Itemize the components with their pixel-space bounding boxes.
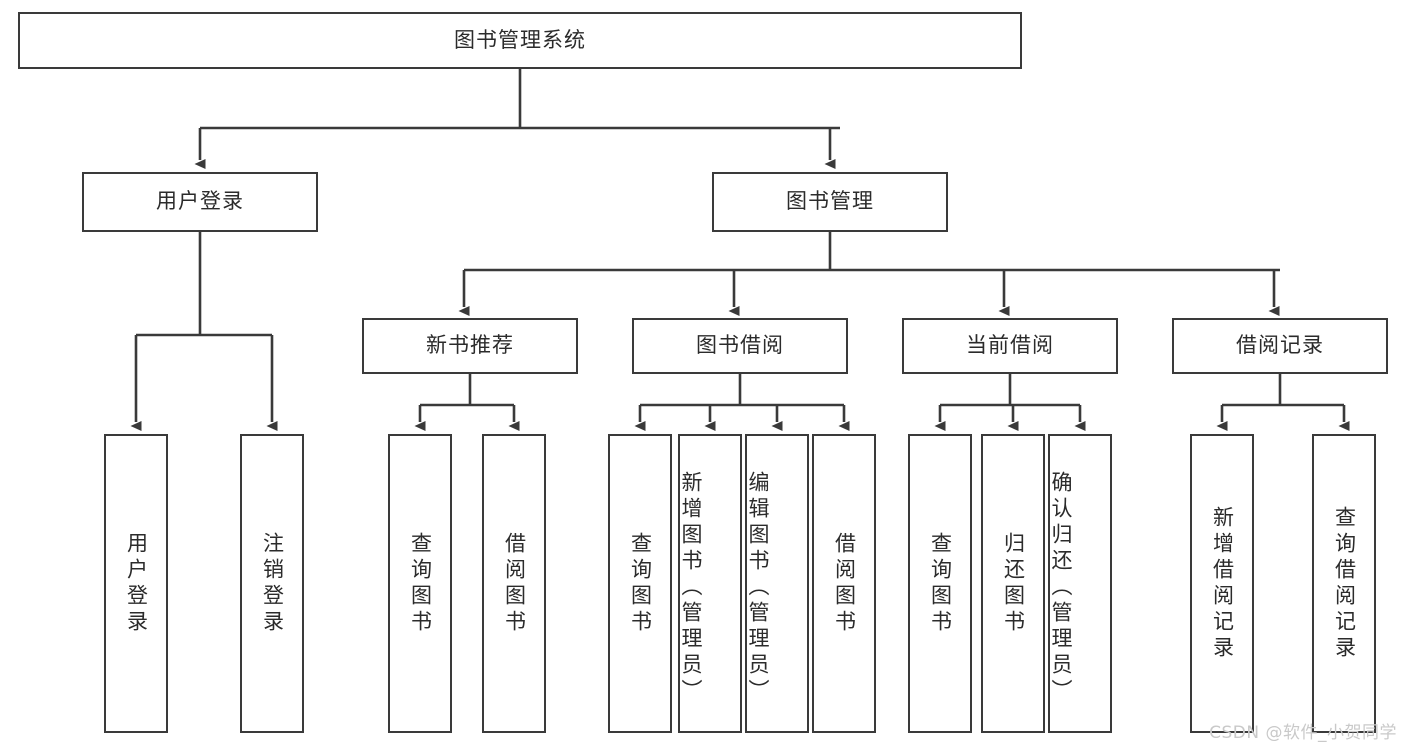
node-user-login[interactable]: 用户登录	[82, 172, 318, 232]
watermark: CSDN @软件_小贺同学	[1209, 723, 1397, 743]
node-leaf-logout-label: 注销登录	[260, 531, 285, 636]
node-leaf-user-login-label: 用户登录	[124, 531, 149, 636]
node-leaf-edit-book-admin-label: 编辑图书（管理员）	[746, 470, 770, 705]
node-leaf-query-book-3[interactable]: 查询图书	[908, 434, 972, 733]
node-leaf-query-book-1[interactable]: 查询图书	[388, 434, 452, 733]
node-leaf-logout[interactable]: 注销登录	[240, 434, 304, 733]
node-leaf-return-book-label: 归还图书	[1001, 531, 1026, 636]
node-leaf-borrow-book-2[interactable]: 借阅图书	[812, 434, 876, 733]
node-leaf-borrow-book-2-label: 借阅图书	[832, 531, 857, 636]
node-leaf-user-login[interactable]: 用户登录	[104, 434, 168, 733]
node-book-borrow[interactable]: 图书借阅	[632, 318, 848, 374]
node-borrow-record[interactable]: 借阅记录	[1172, 318, 1388, 374]
node-leaf-borrow-book-1-label: 借阅图书	[502, 531, 527, 636]
node-user-login-label: 用户登录	[156, 189, 244, 214]
node-leaf-edit-book-admin[interactable]: 编辑图书（管理员）	[745, 434, 809, 733]
node-leaf-add-book-admin[interactable]: 新增图书（管理员）	[678, 434, 742, 733]
node-leaf-add-book-admin-label: 新增图书（管理员）	[679, 470, 703, 705]
node-leaf-query-book-2-label: 查询图书	[628, 531, 653, 636]
node-leaf-query-book-2[interactable]: 查询图书	[608, 434, 672, 733]
node-leaf-query-book-1-label: 查询图书	[408, 531, 433, 636]
node-book-borrow-label: 图书借阅	[696, 333, 784, 358]
node-leaf-query-borrow-record[interactable]: 查询借阅记录	[1312, 434, 1376, 733]
node-leaf-return-book[interactable]: 归还图书	[981, 434, 1045, 733]
node-leaf-confirm-return-admin-label: 确认归还（管理员）	[1049, 470, 1073, 705]
node-leaf-borrow-book-1[interactable]: 借阅图书	[482, 434, 546, 733]
node-book-management-label: 图书管理	[786, 189, 874, 214]
node-new-book-recommend[interactable]: 新书推荐	[362, 318, 578, 374]
node-root-label: 图书管理系统	[454, 27, 586, 52]
node-root[interactable]: 图书管理系统	[18, 12, 1022, 69]
node-borrow-record-label: 借阅记录	[1236, 333, 1324, 358]
node-leaf-add-borrow-record-label: 新增借阅记录	[1210, 505, 1235, 662]
node-current-borrow[interactable]: 当前借阅	[902, 318, 1118, 374]
node-leaf-add-borrow-record[interactable]: 新增借阅记录	[1190, 434, 1254, 733]
node-leaf-confirm-return-admin[interactable]: 确认归还（管理员）	[1048, 434, 1112, 733]
node-current-borrow-label: 当前借阅	[966, 333, 1054, 358]
node-leaf-query-borrow-record-label: 查询借阅记录	[1332, 505, 1357, 662]
node-book-management[interactable]: 图书管理	[712, 172, 948, 232]
node-new-book-recommend-label: 新书推荐	[426, 333, 514, 358]
node-leaf-query-book-3-label: 查询图书	[928, 531, 953, 636]
